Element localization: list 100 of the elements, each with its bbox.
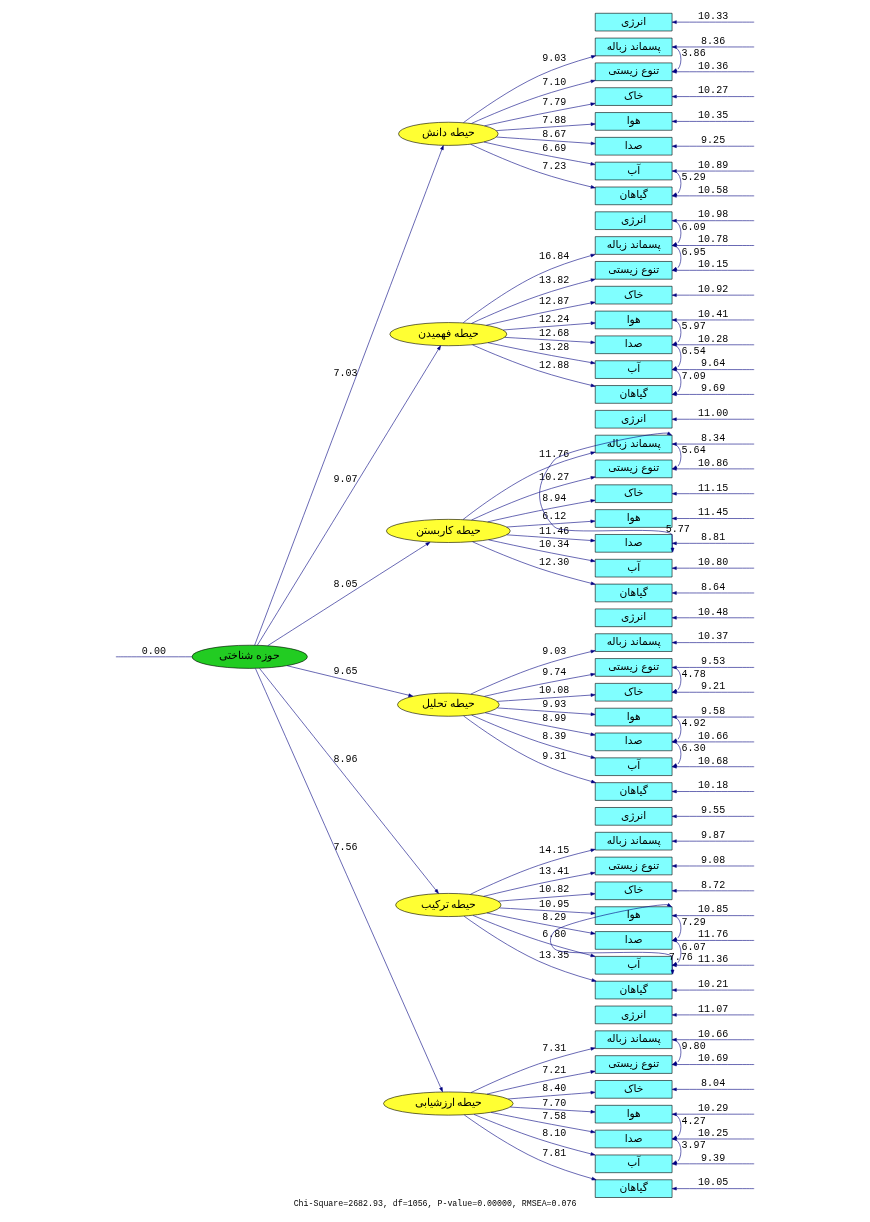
edge-label: 13.82 xyxy=(539,275,570,287)
node-box: صدا xyxy=(594,335,673,354)
node-box: پسماند زباله xyxy=(594,434,673,454)
arrow xyxy=(671,119,755,124)
edge-label: 9.80 xyxy=(681,1041,706,1053)
edge-label: 10.48 xyxy=(698,606,729,618)
arrow xyxy=(506,534,596,543)
arrow xyxy=(671,566,755,570)
arrow xyxy=(487,342,596,365)
arrow xyxy=(671,864,755,868)
edge-label: 10.34 xyxy=(539,539,570,551)
node-box: تنوع زیستی xyxy=(594,62,673,81)
arrow xyxy=(471,714,596,759)
arrow xyxy=(671,616,755,620)
node-box: گیاهان xyxy=(594,583,673,603)
edge-label: 10.18 xyxy=(698,780,729,792)
node-box: هوا xyxy=(594,112,673,131)
edge-label: 10.37 xyxy=(698,631,729,643)
arrow xyxy=(671,789,755,794)
edge-label: 11.00 xyxy=(698,408,729,420)
arrow xyxy=(487,499,596,523)
arrow xyxy=(473,1114,596,1156)
edge-label: 7.03 xyxy=(333,368,358,380)
node-box: گیاهان xyxy=(594,980,673,1000)
arrow xyxy=(490,1112,596,1134)
arrow xyxy=(671,1037,755,1042)
edge-label: 7.10 xyxy=(542,76,567,88)
edge-label: 9.39 xyxy=(701,1152,726,1164)
node-box: انرژی xyxy=(594,410,673,429)
arrow xyxy=(507,1090,596,1100)
edge-label: 10.29 xyxy=(698,1102,729,1114)
node-box: تنوع زیستی xyxy=(594,261,673,280)
edge-label: 6.69 xyxy=(542,142,567,154)
edge-label: 13.35 xyxy=(539,949,570,961)
arrow xyxy=(462,451,596,520)
arrow xyxy=(472,915,596,958)
arrow xyxy=(257,345,441,646)
edge-label: 12.88 xyxy=(539,359,570,371)
edge-label: 6.95 xyxy=(681,246,706,258)
arrow xyxy=(671,889,755,893)
edge-label: 4.92 xyxy=(681,718,706,730)
arrow xyxy=(671,45,755,49)
edge-label: 6.54 xyxy=(681,346,706,358)
edge-label: 9.53 xyxy=(701,656,726,668)
edge-label: 12.24 xyxy=(539,314,570,326)
arrow xyxy=(255,668,443,1093)
node-box: پسماند زباله xyxy=(594,236,673,255)
edge-label: 7.29 xyxy=(681,917,706,928)
node-box: تنوع زیستی xyxy=(594,1055,673,1074)
arrow xyxy=(671,715,755,719)
edge-label: 6.12 xyxy=(542,511,567,523)
edge-label: 12.68 xyxy=(539,328,570,340)
node-ellipse: حیطه ترکیب xyxy=(395,893,502,917)
arrow xyxy=(259,668,439,894)
node-box: انرژی xyxy=(594,807,673,826)
node-ellipse: حیطه ارزشیابی xyxy=(383,1091,514,1116)
node-box: تنوع زیستی xyxy=(594,856,673,876)
node-box: آب xyxy=(594,757,673,776)
arrow xyxy=(509,1106,596,1114)
edge-label: 8.99 xyxy=(542,712,567,724)
edge-label: 12.30 xyxy=(539,556,570,568)
edge-label: 7.09 xyxy=(681,370,706,382)
edge-label: 5.29 xyxy=(681,172,706,184)
edge-label: 10.25 xyxy=(698,1127,729,1139)
edge-label: 9.74 xyxy=(542,666,567,678)
arrow xyxy=(671,1013,755,1017)
arrow xyxy=(486,301,596,326)
edge-label: 6.80 xyxy=(542,929,567,941)
edge-label: 9.08 xyxy=(701,854,726,866)
arrow xyxy=(498,892,596,902)
edge-label: 9.03 xyxy=(542,52,567,64)
arrow xyxy=(470,1047,596,1093)
arrow xyxy=(470,649,596,695)
edge-label: 9.21 xyxy=(701,681,726,693)
edge-label: 4.27 xyxy=(681,1115,706,1127)
edge-label: 10.82 xyxy=(539,884,570,896)
edge-label: 10.86 xyxy=(698,457,729,469)
edge-label: 10.21 xyxy=(698,978,729,990)
arrow xyxy=(671,1087,755,1092)
edge-label: 13.41 xyxy=(539,866,570,878)
edge-label: 10.68 xyxy=(698,755,729,767)
edge-label: 8.34 xyxy=(701,432,726,444)
node-box: خاک xyxy=(594,881,673,900)
node-box: انرژی xyxy=(594,608,673,627)
edge-label: 10.28 xyxy=(698,333,729,345)
edge-label: 9.69 xyxy=(701,383,726,395)
edge-label: 8.05 xyxy=(333,578,358,590)
node-box: انرژی xyxy=(594,12,673,32)
arrow xyxy=(463,915,597,982)
edge-label: 13.28 xyxy=(539,341,570,353)
edge-label: 10.36 xyxy=(698,60,729,72)
arrow xyxy=(671,169,755,173)
edge-label: 9.03 xyxy=(542,645,567,657)
edge-label: 7.21 xyxy=(542,1064,567,1076)
edge-label: 7.81 xyxy=(542,1148,567,1160)
arrow xyxy=(472,344,596,387)
arrow xyxy=(671,541,755,546)
arrow xyxy=(671,20,755,24)
arrow xyxy=(504,337,596,345)
node-box: انرژی xyxy=(594,1005,673,1025)
